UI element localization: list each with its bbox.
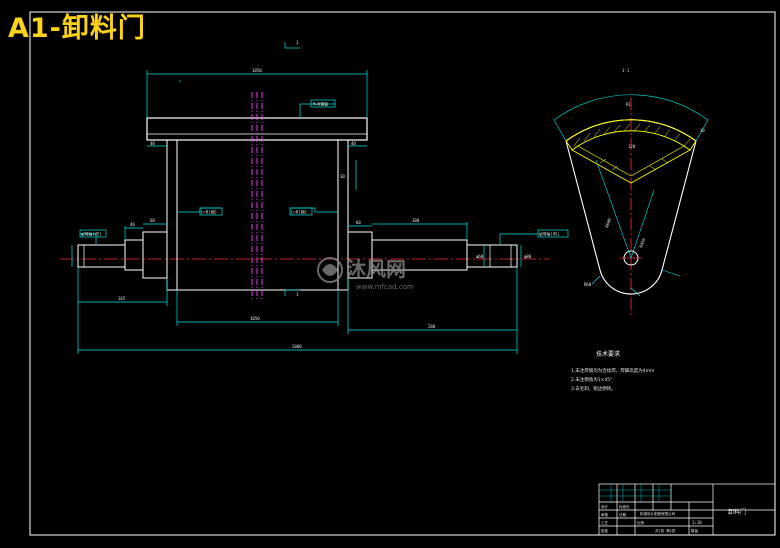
dimension-lines: [71, 42, 538, 354]
section-view-label: 1-1: [622, 68, 630, 73]
v-rib: [571, 149, 691, 184]
title-block-cell-2: 工艺: [601, 520, 609, 525]
title-block-name: 卸料门: [728, 508, 746, 516]
title-block-cell-0: 设计: [601, 504, 609, 509]
title-block-cell-5: 日期: [619, 512, 627, 517]
plate-hatch: [573, 123, 691, 147]
tech-req-1: 1.未注焊缝均为连续焊，焊脚高度为4mm: [571, 367, 654, 374]
title-block-cell-3: 批准: [601, 528, 609, 533]
title-block-cell-4: 标准化: [619, 504, 630, 509]
dim-body-width: 1050: [250, 316, 260, 321]
section-mark-top: 1: [296, 40, 299, 45]
section-mark-bottom: 1: [296, 292, 299, 297]
leader-right-shaft: φ90轴(45): [539, 231, 560, 237]
section-dim-r-outer: R600: [604, 217, 612, 228]
title-block-cell-7: 数量: [691, 528, 699, 533]
left-shaft-step: [124, 239, 144, 271]
drawing-title: A1-卸料门: [8, 13, 146, 44]
dim-flange-left: 40: [150, 141, 155, 146]
dim-right-shaft: 280: [428, 324, 436, 329]
dim-top-width: 1050: [252, 68, 262, 73]
watermark-logo: [317, 257, 343, 283]
dim-flange-right: 40: [351, 141, 356, 146]
section-dim-arc: R1: [626, 102, 631, 107]
dim-step-40: 40: [130, 222, 135, 227]
section-dim-r-inner: R450: [638, 237, 646, 248]
section-dim-edge: 10: [700, 128, 705, 133]
dim-shaft-d-right: φ60: [476, 254, 484, 259]
section-dim-hub: R60: [584, 282, 592, 287]
dim-right-seg: 100: [412, 218, 420, 223]
right-shaft-end: [466, 244, 518, 268]
dim-step-60: 60: [150, 218, 155, 223]
drawing-border: [29, 11, 776, 536]
tech-req-2: 2.未注倒角为1×45°: [571, 376, 612, 383]
tech-req-heading: 技术要求: [596, 350, 620, 358]
leader-top-plate: δ=6钢板: [313, 101, 328, 107]
left-side-plate: [166, 139, 178, 291]
dim-offset-60: 60: [356, 220, 361, 225]
body-box: [176, 139, 339, 291]
title-block-cell-6: 比例: [637, 520, 645, 525]
leader-inner-right: L=8(钢): [291, 209, 307, 215]
dim-offset-30: 30: [340, 174, 345, 179]
title-block-sheet: 共1张 第1张: [655, 528, 676, 533]
leader-inner-left: L=8(钢): [201, 209, 217, 215]
tech-req-3: 3.去毛刺，锐边倒钝。: [571, 385, 616, 392]
left-shaft-end: [77, 244, 126, 268]
watermark-url: www.mfcad.com: [356, 283, 414, 291]
title-block: [598, 483, 776, 536]
dim-shaft-d-left: φ80: [524, 254, 532, 259]
section-dim-angle: 120: [628, 144, 636, 149]
dim-overall-length: 2000: [292, 344, 302, 349]
leader-left-shaft: φ90轴(45): [81, 231, 102, 237]
watermark-brand: 沐风网: [346, 257, 406, 281]
title-block-scale: 1:10: [692, 520, 702, 525]
dim-left-shaft: 165: [118, 296, 126, 301]
title-block-company: 机械设计制造有限公司: [640, 511, 675, 516]
left-hub: [142, 231, 168, 279]
title-block-cell-1: 审核: [601, 512, 609, 517]
